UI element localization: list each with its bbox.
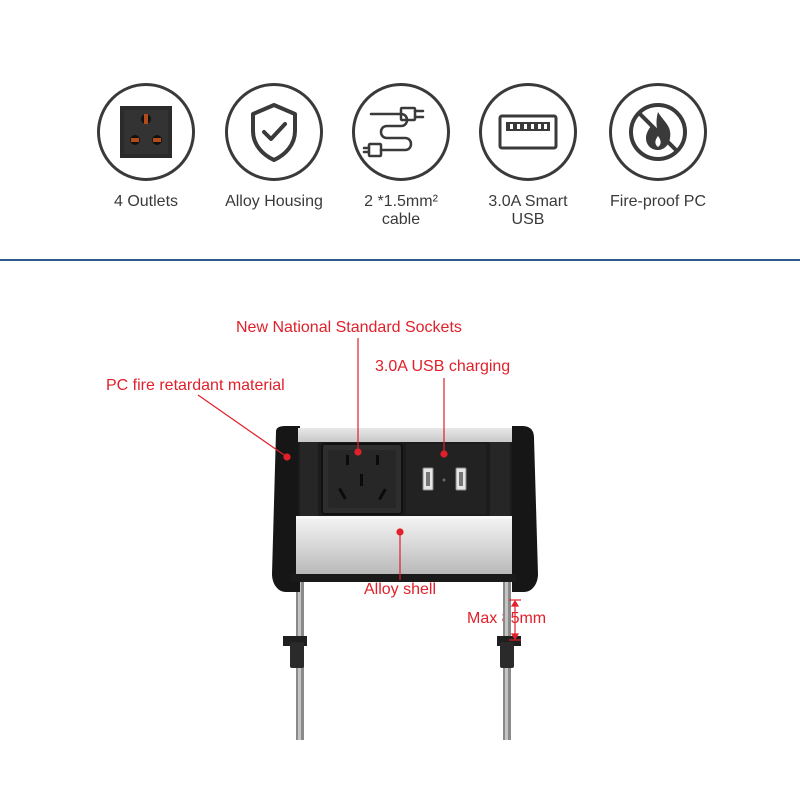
- feature-usb-label: 3.0A Smart USB: [488, 193, 568, 228]
- clamp-left: [283, 560, 307, 740]
- callout-shell: Alloy shell: [364, 581, 437, 598]
- callout-material: PC fire retardant material: [106, 377, 285, 394]
- feature-alloy-circle: [225, 83, 323, 181]
- national-standard-socket: [321, 443, 403, 515]
- clamp-right: [497, 560, 521, 740]
- feature-usb-circle: [479, 83, 577, 181]
- feature-alloy-housing: Alloy Housing: [204, 83, 344, 211]
- feature-fireproof-label: Fire-proof PC: [609, 193, 707, 210]
- alloy-shell: [296, 516, 512, 574]
- feature-fireproof-circle: [609, 83, 707, 181]
- end-cap-left: [272, 426, 300, 592]
- outlet-icon: [120, 106, 172, 158]
- callout-sockets: New National Standard Sockets: [236, 319, 462, 336]
- feature-cable-circle: [352, 83, 450, 181]
- feature-outlets: 4 Outlets: [76, 83, 216, 211]
- feature-cable-label: 2 *1.5mm² cable: [364, 193, 438, 228]
- usb-port-icon: [498, 114, 558, 150]
- end-cap-right: [512, 426, 538, 592]
- feature-outlets-circle: [97, 83, 195, 181]
- feature-usb: 3.0A Smart USB: [458, 83, 598, 229]
- no-fire-icon: [629, 103, 687, 161]
- feature-alloy-label: Alloy Housing: [225, 193, 323, 210]
- section-divider: [0, 259, 800, 261]
- shield-check-icon: [251, 103, 297, 162]
- feature-fireproof: Fire-proof PC: [588, 83, 728, 211]
- callout-lines: [197, 338, 521, 641]
- callout-usb: 3.0A USB charging: [375, 358, 511, 375]
- feature-outlets-label: 4 Outlets: [113, 193, 179, 210]
- top-strip: [298, 428, 512, 442]
- cable-icon: [362, 106, 425, 158]
- feature-cable: 2 *1.5mm² cable: [331, 83, 471, 229]
